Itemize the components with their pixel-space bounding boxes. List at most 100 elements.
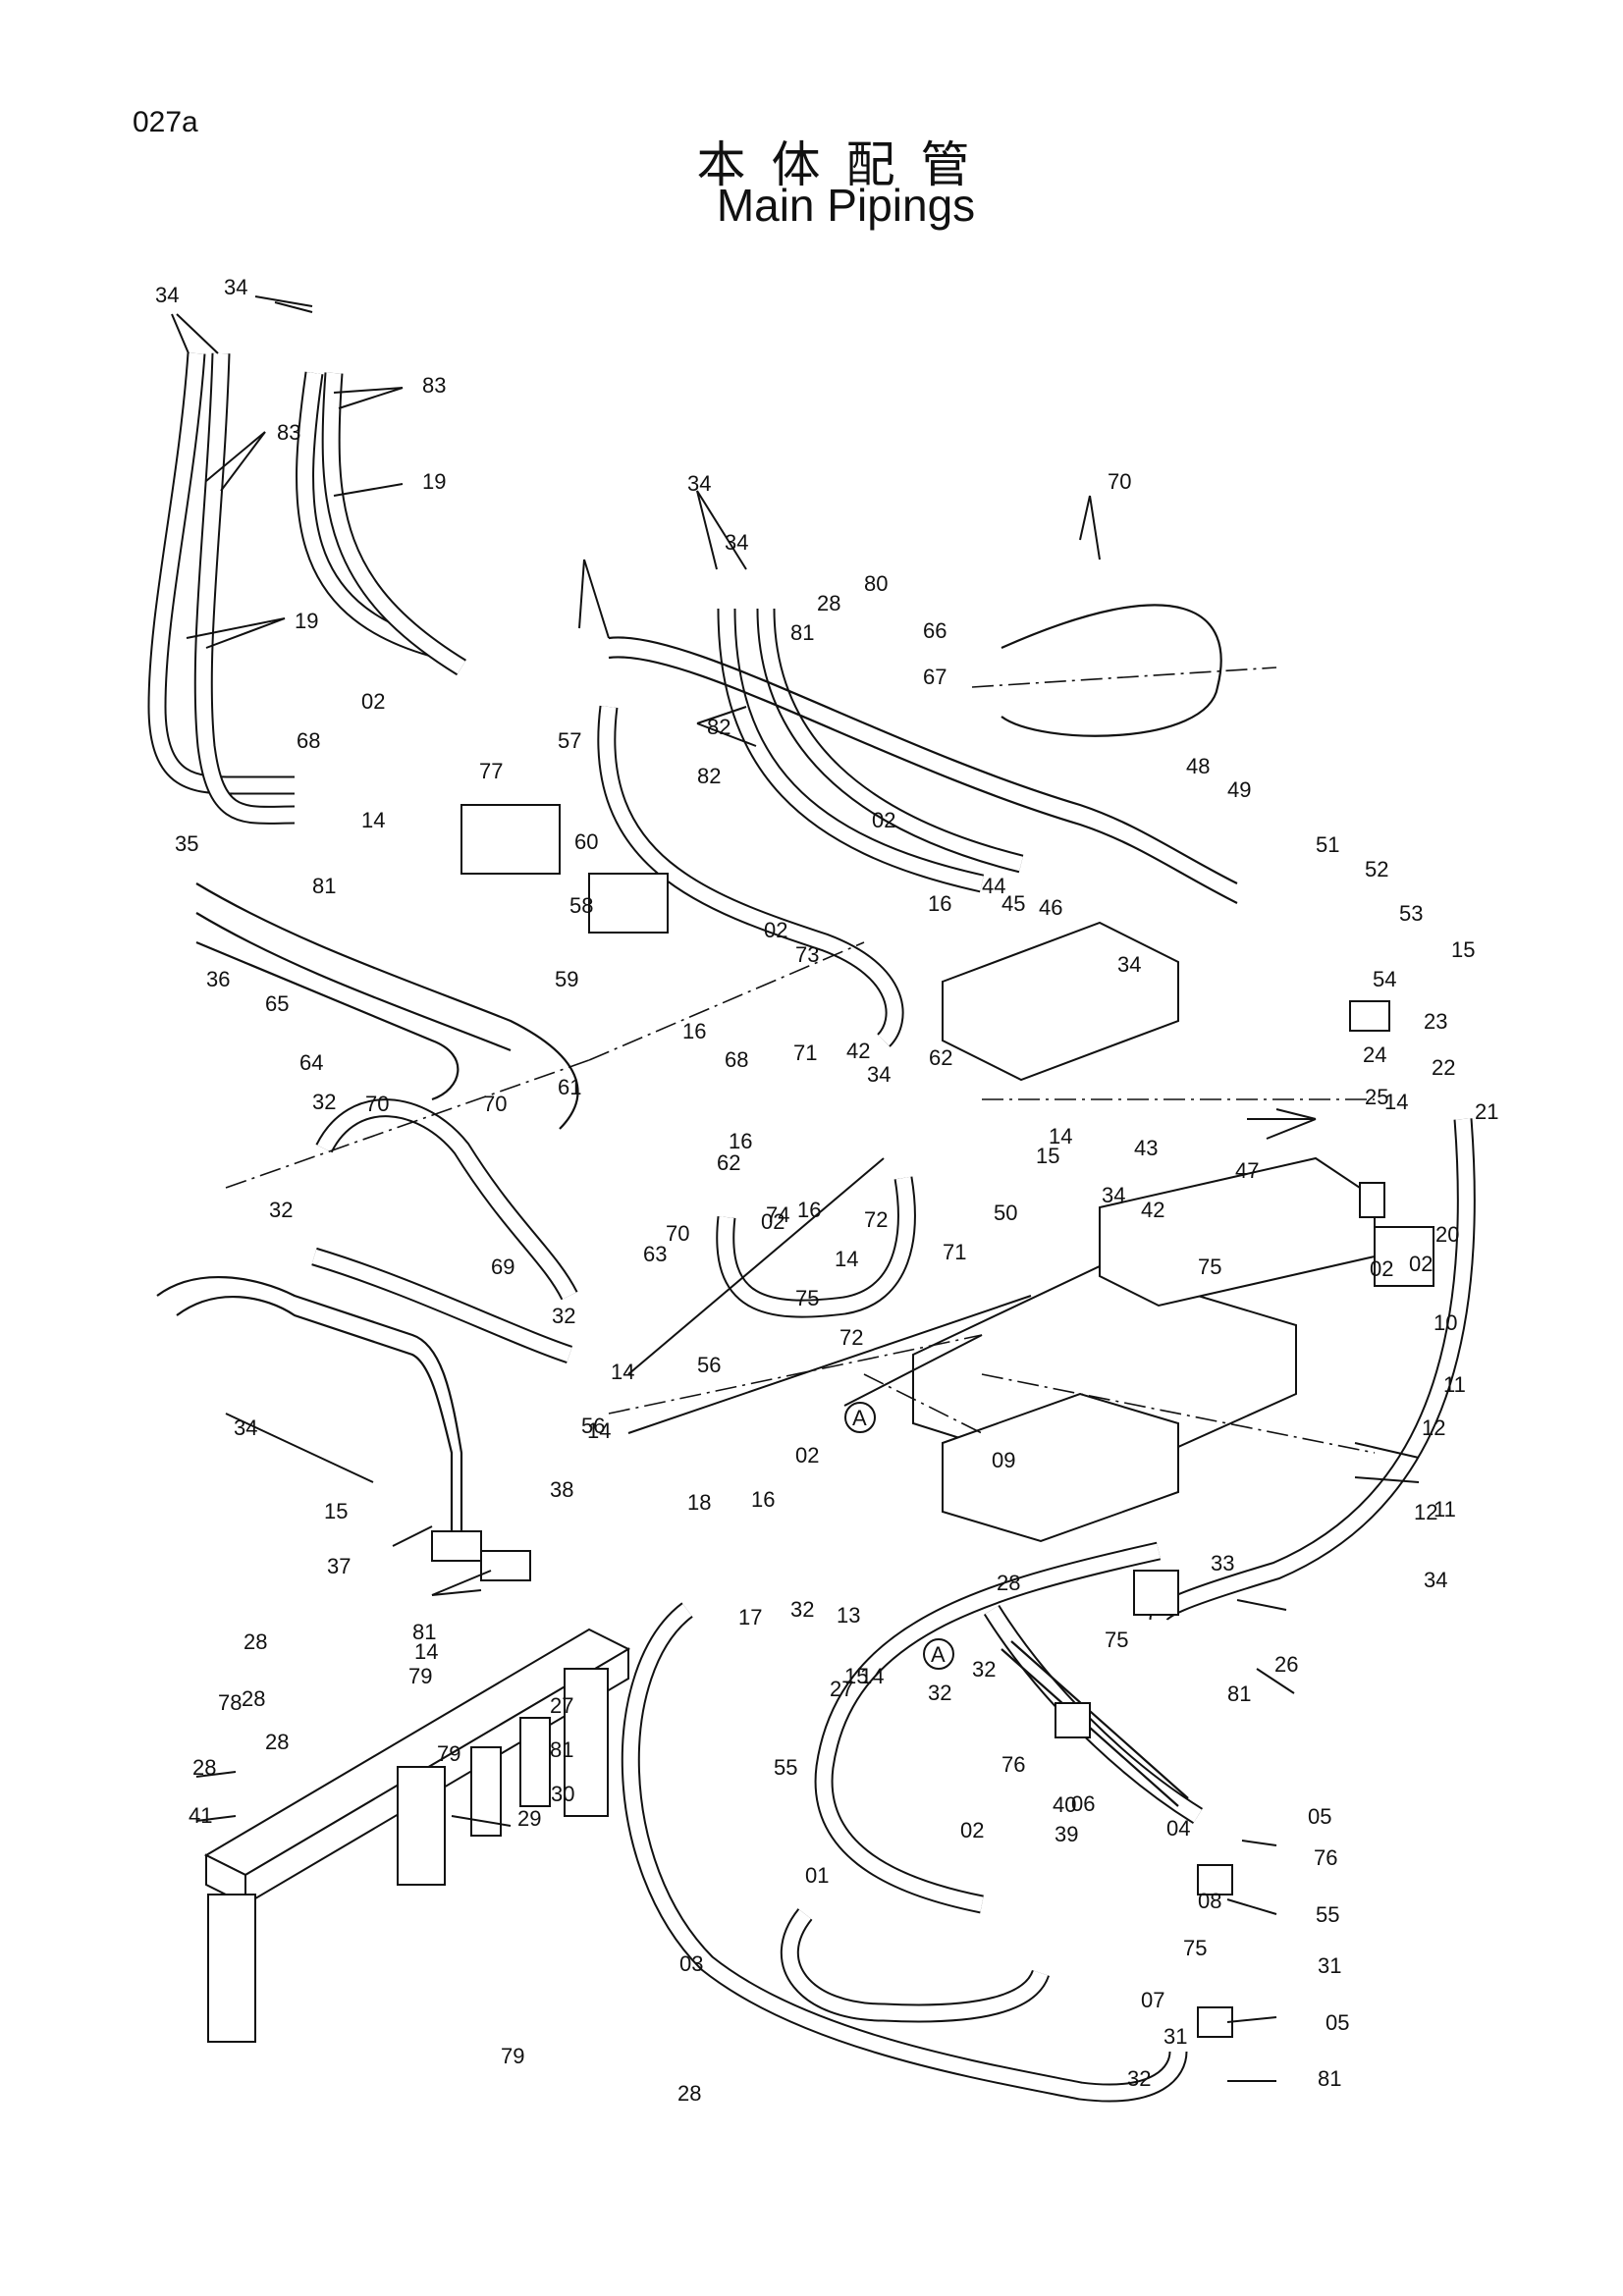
- part-number-callout: 29: [517, 1806, 541, 1831]
- part-number-callout: 60: [574, 829, 598, 854]
- part-number-callout: 08: [1198, 1889, 1221, 1913]
- hoses: [147, 352, 1476, 2103]
- part-number-callout: 15: [1451, 937, 1475, 962]
- part-number-callout: 57: [558, 728, 581, 753]
- part-number-callout: 74: [766, 1202, 789, 1227]
- part-number-callout: 02: [1370, 1256, 1393, 1281]
- part-number-callout: 41: [189, 1803, 212, 1828]
- part-number-callout: 32: [928, 1681, 951, 1705]
- part-number-callout: 28: [677, 2081, 701, 2106]
- part-number-callout: 81: [412, 1620, 436, 1644]
- part-number-callout: 43: [1134, 1136, 1158, 1160]
- part-number-callout: 75: [1183, 1936, 1207, 1960]
- part-number-callout: 07: [1141, 1988, 1164, 2012]
- part-number-callout: 02: [795, 1443, 819, 1468]
- part-number-callout: 75: [795, 1286, 819, 1310]
- part-number-callout: 11: [1434, 1497, 1456, 1522]
- part-number-callout: 81: [790, 620, 814, 645]
- part-number-callout: 13: [837, 1603, 860, 1628]
- part-number-callout: 28: [243, 1629, 267, 1654]
- part-number-callout: 72: [839, 1325, 863, 1350]
- part-number-callout: 73: [795, 942, 819, 967]
- part-number-callout: 70: [1108, 469, 1131, 494]
- part-number-callout: 81: [1318, 2066, 1341, 2091]
- part-number-callout: 26: [1274, 1652, 1298, 1677]
- section-marker-circle: [923, 1638, 954, 1670]
- part-number-callout: 79: [408, 1664, 432, 1688]
- part-number-callout: 15: [324, 1499, 348, 1523]
- part-number-callout: 24: [1363, 1042, 1386, 1067]
- part-number-callout: 28: [242, 1686, 265, 1711]
- part-number-callout: 34: [224, 275, 247, 299]
- part-number-callout: 75: [1198, 1255, 1221, 1279]
- part-number-callout: 34: [1117, 952, 1141, 977]
- control-valve: [431, 804, 1434, 2038]
- part-number-callout: 14: [361, 808, 385, 832]
- part-number-callout: 02: [872, 808, 895, 832]
- part-number-callout: 37: [327, 1554, 351, 1578]
- part-number-callout: 02: [761, 1209, 784, 1234]
- part-number-callout: 34: [725, 530, 748, 555]
- part-number-callout: 82: [707, 715, 730, 739]
- part-number-callout: 18: [687, 1490, 711, 1515]
- part-number-callout: 56: [697, 1353, 721, 1377]
- part-number-callout: 48: [1186, 754, 1210, 778]
- part-number-callout: 62: [717, 1150, 740, 1175]
- part-number-callout: 36: [206, 967, 230, 991]
- part-number-callout: 68: [297, 728, 320, 753]
- part-number-callout: 80: [864, 571, 888, 596]
- part-number-callout: 59: [555, 967, 578, 991]
- part-number-callout: 03: [679, 1951, 703, 1976]
- part-number-callout: 47: [1235, 1158, 1259, 1183]
- part-number-callout: 34: [234, 1415, 257, 1440]
- part-number-callout: 28: [192, 1755, 216, 1780]
- part-number-callout: 45: [1001, 891, 1025, 916]
- part-number-callout: 14: [587, 1418, 611, 1443]
- part-number-callout: 16: [682, 1019, 706, 1043]
- part-number-callout: 50: [994, 1201, 1017, 1225]
- part-number-callout: 32: [269, 1198, 293, 1222]
- part-number-callout: 70: [666, 1221, 689, 1246]
- part-number-callout: 54: [1373, 967, 1396, 991]
- part-number-callout: 55: [774, 1755, 797, 1780]
- part-number-callout: 04: [1166, 1816, 1190, 1841]
- part-number-callout: 16: [729, 1129, 752, 1153]
- part-number-callout: 76: [1001, 1752, 1025, 1777]
- part-number-callout: 32: [312, 1090, 336, 1114]
- part-number-callout: 34: [155, 283, 179, 307]
- part-number-callout: 34: [867, 1062, 891, 1087]
- part-number-callout: 02: [361, 689, 385, 714]
- part-number-callout: 32: [1127, 2066, 1151, 2091]
- part-number-callout: 81: [312, 874, 336, 898]
- part-number-callout: 19: [422, 469, 446, 494]
- part-number-callout: 83: [422, 373, 446, 398]
- title-japanese: 本体配管: [696, 136, 996, 193]
- part-number-callout: 05: [1325, 2010, 1349, 2035]
- part-number-callout: 76: [1314, 1845, 1337, 1870]
- part-number-callout: 15: [1036, 1144, 1059, 1168]
- part-number-callout: 65: [265, 991, 289, 1016]
- part-number-callout: 64: [299, 1050, 323, 1075]
- section-marker-circle: [844, 1402, 876, 1433]
- part-number-callout: 70: [365, 1092, 389, 1116]
- part-number-callout: 82: [697, 764, 721, 788]
- part-number-callout: 21: [1475, 1099, 1498, 1124]
- part-number-callout: 35: [175, 831, 198, 856]
- part-number-callout: 23: [1424, 1009, 1447, 1034]
- part-number-callout: 81: [550, 1737, 573, 1762]
- part-number-callout: 32: [972, 1657, 996, 1682]
- part-number-callout: 33: [1211, 1551, 1234, 1575]
- part-number-callout: 61: [558, 1075, 581, 1099]
- part-number-callout: 44: [982, 874, 1005, 898]
- part-number-callout: 05: [1308, 1804, 1331, 1829]
- part-number-callout: 14: [611, 1360, 634, 1384]
- section-marker-a: A: [852, 1406, 867, 1430]
- part-number-callout: 10: [1434, 1310, 1457, 1335]
- part-number-callout: 69: [491, 1255, 514, 1279]
- part-number-callout: 09: [992, 1448, 1015, 1472]
- part-number-callout: 30: [551, 1782, 574, 1806]
- part-number-callout: 55: [1316, 1902, 1339, 1927]
